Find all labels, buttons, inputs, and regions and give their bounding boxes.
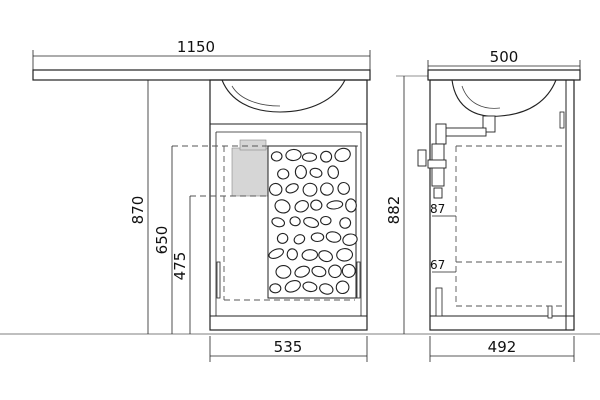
pebble xyxy=(334,147,351,163)
basin-inner xyxy=(231,85,281,107)
pebble xyxy=(271,217,286,228)
pebble xyxy=(319,283,334,295)
pebble xyxy=(270,151,283,162)
pebble xyxy=(303,217,320,228)
pebble xyxy=(301,152,318,162)
pebble xyxy=(294,200,309,213)
front-view xyxy=(32,69,371,331)
dimension-overall-width: 1150 xyxy=(32,38,371,70)
pebble xyxy=(284,279,301,293)
pebble xyxy=(327,165,340,179)
pebble xyxy=(320,215,332,226)
side-floor-fitting xyxy=(435,287,443,317)
pebble xyxy=(285,148,302,162)
pebble xyxy=(276,232,289,244)
label-inner-upper: 87 xyxy=(430,202,445,216)
pebble xyxy=(294,265,310,278)
pebble xyxy=(328,264,342,279)
pebble xyxy=(309,167,323,178)
label-height-mid: 650 xyxy=(153,226,171,255)
label-side-depth: 492 xyxy=(488,338,517,356)
pebble xyxy=(318,250,333,263)
pebble xyxy=(286,248,298,261)
dimension-height-low: 475 xyxy=(171,196,191,334)
dimension-side-width: 500 xyxy=(427,48,581,72)
pebble xyxy=(341,263,356,278)
countertop xyxy=(32,69,371,81)
pebble xyxy=(310,199,323,211)
pebble xyxy=(326,200,344,210)
pebble xyxy=(274,199,291,214)
side-handle-top xyxy=(559,111,565,129)
pebble xyxy=(311,265,327,278)
pebble xyxy=(325,231,342,243)
pebble xyxy=(320,182,334,196)
side-view: 87 67 xyxy=(417,69,581,331)
pebble xyxy=(339,217,352,229)
dimension-height-total: 870 xyxy=(129,79,210,334)
hinge-left xyxy=(216,261,221,299)
side-cabinet-body xyxy=(429,79,575,331)
pebble-door-panel xyxy=(267,145,358,299)
pebble xyxy=(302,182,318,197)
dimension-height-mid: 650 xyxy=(153,146,173,334)
label-height-total: 870 xyxy=(129,196,147,225)
side-countertop xyxy=(427,69,581,81)
label-cabinet-width: 535 xyxy=(274,338,303,356)
side-handle-bottom xyxy=(547,305,553,319)
dimension-cabinet-width: 535 xyxy=(209,336,368,362)
side-basin-inner xyxy=(461,85,501,109)
utility-zone-top xyxy=(239,139,267,151)
pebble xyxy=(285,183,299,194)
pebble xyxy=(336,248,354,262)
pebble xyxy=(337,181,350,195)
pebble xyxy=(289,216,301,227)
drain-siphon xyxy=(417,115,496,199)
pebble xyxy=(277,168,290,180)
side-basin xyxy=(451,79,557,117)
pebble xyxy=(275,265,292,279)
hinge-right xyxy=(356,261,361,299)
pebble xyxy=(310,232,325,243)
pebble xyxy=(301,249,319,261)
label-overall-width: 1150 xyxy=(177,38,215,56)
dimension-side-depth: 492 xyxy=(429,336,575,362)
basin-bowl xyxy=(221,79,346,113)
pebble xyxy=(268,248,284,259)
label-side-width: 500 xyxy=(490,48,519,66)
pebble xyxy=(269,283,282,294)
pebble xyxy=(345,198,357,213)
cabinet-body xyxy=(209,79,368,331)
label-inner-lower: 67 xyxy=(430,258,445,272)
pebble xyxy=(302,281,318,293)
pebble xyxy=(342,233,358,246)
pebble xyxy=(268,182,283,196)
dimension-side-height: 882 xyxy=(385,75,428,334)
label-side-height: 882 xyxy=(385,196,403,225)
label-height-low: 475 xyxy=(171,252,189,281)
pebble xyxy=(293,234,306,245)
utility-zone xyxy=(231,147,269,197)
pebble xyxy=(294,164,307,180)
pebble xyxy=(335,280,350,295)
pebble xyxy=(320,150,333,163)
